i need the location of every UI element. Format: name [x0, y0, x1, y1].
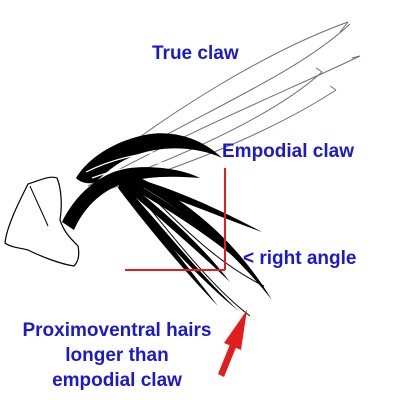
proximoventral-hairs-label: Proximoventral hairs longer than empodia…: [2, 318, 232, 393]
hair-tip: [315, 67, 323, 73]
hairs-label-line-2: longer than: [65, 345, 169, 366]
right-angle-label: < right angle: [243, 248, 357, 269]
empodial-claw-rays: [118, 174, 272, 312]
arrow-head: [224, 310, 247, 350]
true-claw: [76, 133, 222, 184]
true-claw-label: True claw: [152, 43, 239, 64]
ray: [122, 180, 230, 282]
empodial-claw-label: Empodial claw: [222, 141, 354, 162]
hair-line: [134, 179, 265, 287]
ray: [120, 182, 240, 312]
red-arrow-icon: [218, 310, 247, 377]
hairs-label-line-1: Proximoventral hairs: [22, 320, 212, 341]
empodial-claw-base: [62, 167, 200, 230]
hair-tip: [351, 55, 361, 59]
long-hair-strands: [129, 179, 265, 317]
true-claw-hair-tips: [315, 21, 361, 91]
hairs-label-line-3: empodial claw: [52, 370, 182, 391]
hair-line: [87, 55, 361, 187]
hair-tip: [329, 85, 337, 91]
hair-line: [129, 183, 251, 317]
true-claw-inner-lines: [85, 151, 181, 179]
ray: [124, 178, 240, 262]
right-angle-marker: [125, 168, 226, 271]
hair-tip: [339, 21, 349, 33]
ray: [130, 174, 272, 300]
tarsus-segment-inner-line: [29, 185, 49, 227]
tarsus-segment-outline: [4, 176, 80, 267]
